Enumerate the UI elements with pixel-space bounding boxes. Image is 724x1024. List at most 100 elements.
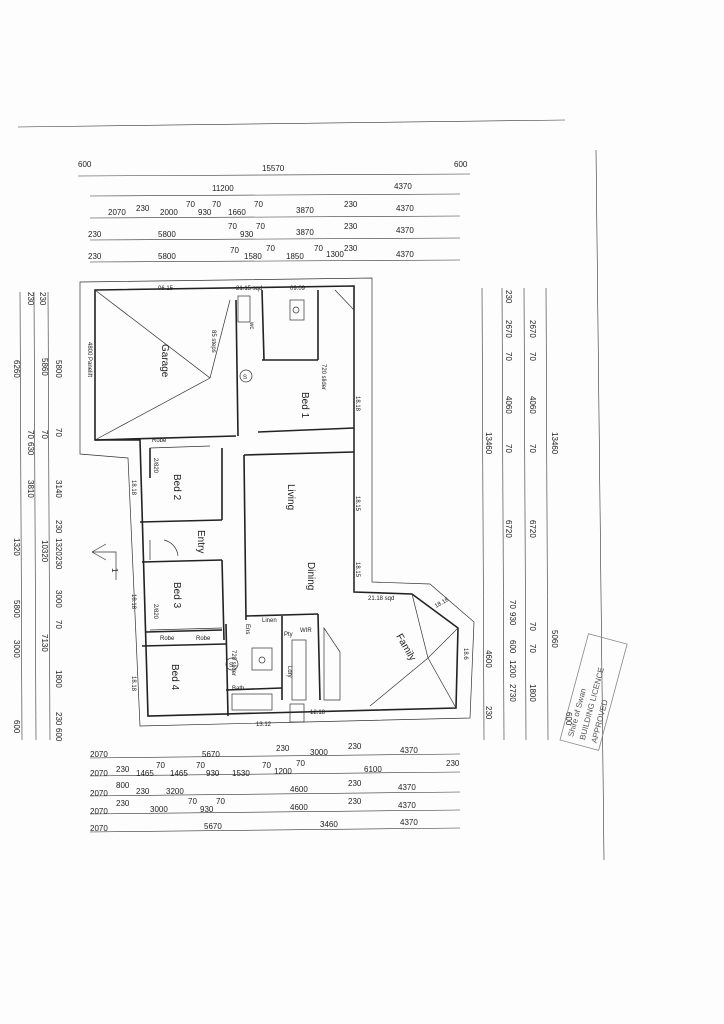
dim-left-0-1: 230 <box>26 292 35 306</box>
area-label-1: 21.15 sqd <box>236 286 262 292</box>
dim-left-0-12: 600 <box>54 728 63 742</box>
dim-right-1-14: 1800 <box>528 684 537 702</box>
steps-label: 85 steps <box>210 330 216 353</box>
dim-top-2-9: 230 <box>344 200 358 209</box>
window-label-6: 18.18 <box>130 594 136 610</box>
dim-right-0-5: 70 <box>504 444 513 453</box>
dim-left-0-11: 230 <box>54 712 63 726</box>
dim-top-2-6: 1660 <box>228 208 246 217</box>
dim-bot-4-0: 2070 <box>90 824 108 833</box>
dim-top-3-6: 230 <box>344 222 358 231</box>
dim-right-1-10: 70 <box>528 644 537 653</box>
dim-left-0-6: 1320 <box>54 538 63 556</box>
dim-left-2-4: 1320 <box>12 538 21 556</box>
dim-top-4-8: 230 <box>344 244 358 253</box>
room-bed3-label: Bed 3 <box>171 582 182 609</box>
dim-bot-1-4: 1465 <box>170 769 188 778</box>
dim-right-0-3: 70 <box>504 352 513 361</box>
dim-left-0-5: 230 <box>54 520 63 534</box>
dim-bot-3-1: 230 <box>116 799 130 808</box>
window-label-7: 18.15 <box>354 562 360 578</box>
dim-bot-1-7: 1530 <box>232 769 250 778</box>
dim-left-1-2: 10320 <box>40 540 49 563</box>
dim-bot-1-1: 230 <box>116 765 130 774</box>
window-label-10: 12.18 <box>310 710 326 716</box>
dim-top-3-7: 4370 <box>396 226 414 235</box>
dim-bot-1-11: 6100 <box>364 765 382 774</box>
dim-bot-3-5: 70 <box>216 797 225 806</box>
window-label-11: 18.18 <box>434 597 451 610</box>
dim-bot-1-10: 70 <box>296 759 305 768</box>
room-robe3-label: Robe <box>196 636 211 642</box>
dim-bot-1-3: 70 <box>156 761 165 770</box>
dim-top-2-3: 70 <box>186 200 195 209</box>
window-label-4: 18.18 <box>130 480 136 496</box>
room-dining-label: Dining <box>305 562 316 590</box>
slider-label: 720 slider <box>320 364 326 390</box>
dim-left-0-7: 230 <box>54 556 63 570</box>
dim-bot-1-9: 1200 <box>274 767 292 776</box>
dim-top-4-4: 70 <box>266 244 275 253</box>
dim-top-4-2: 70 <box>230 246 239 255</box>
dim-right-1-4: 6720 <box>528 520 537 538</box>
dim-bot-3-6: 4600 <box>290 803 308 812</box>
annotations: 21.15 sqd 21.18 sqd 06.15 09.09 18.18 18… <box>86 286 468 728</box>
dim-bot-3-7: 230 <box>348 797 362 806</box>
dim-left-2-6: 3000 <box>12 640 21 658</box>
room-bed2-label: Bed 2 <box>171 474 182 501</box>
dim-top-3-0: 230 <box>88 230 102 239</box>
right-dimensions: 230 2670 70 4060 70 6720 13460 13460 267… <box>481 287 573 741</box>
smoke-detector-label: S <box>243 375 247 381</box>
dim-right-0-1: 230 <box>504 290 513 304</box>
dim-top-3-1: 5800 <box>158 230 176 239</box>
window-label-1: 06.15 <box>158 286 174 292</box>
dim-right-1-0: 2670 <box>528 320 537 338</box>
room-wc-label: wc <box>248 321 254 329</box>
room-robe2-label: Robe <box>160 636 175 642</box>
room-linen-label: Linen <box>262 618 277 624</box>
dim-bot-2-2: 230 <box>136 787 150 796</box>
dim-bot-3-0: 2070 <box>90 807 108 816</box>
bottom-dimensions: 2070 5670 230 3000 230 4370 2070 230 146… <box>89 742 461 833</box>
dim-right-1-12: 4600 <box>484 650 493 668</box>
dim-bot-4-2: 3460 <box>320 820 338 829</box>
dim-right-0-4: 4060 <box>504 396 513 414</box>
window-label-12: 18.6 <box>462 648 468 660</box>
dim-top-2-0: 2070 <box>108 208 126 217</box>
dim-right-1-2: 4060 <box>528 396 537 414</box>
dim-left-2-3: 3810 <box>26 480 35 498</box>
dim-top-2-4: 930 <box>198 208 212 217</box>
room-living-label: Living <box>285 484 296 510</box>
dim-right-1-7: 70 <box>528 622 537 631</box>
dim-top-4-9: 4370 <box>396 250 414 259</box>
dim-top-3-3: 930 <box>240 230 254 239</box>
section-marker: 1 <box>91 543 119 580</box>
dim-left-2-0: 230 <box>38 292 47 306</box>
dim-right-1-16: 600 <box>564 712 573 726</box>
room-bed1-label: Bed 1 <box>299 392 310 419</box>
dim-bot-4-1: 5670 <box>204 822 222 831</box>
dim-bot-0-4: 230 <box>348 742 362 751</box>
window-label-2: 09.09 <box>290 286 306 292</box>
dim-top-4-0: 230 <box>88 252 102 261</box>
room-ldry-label: Ldry <box>286 666 292 678</box>
room-bed4-label: Bed 4 <box>169 664 180 691</box>
area-label-2: 21.18 sqd <box>368 596 394 602</box>
dim-bot-1-6: 930 <box>206 769 220 778</box>
room-pty-label: Pty <box>284 632 293 638</box>
page-edge-line-right <box>595 149 605 861</box>
room-robe1-label: Robe <box>152 438 167 444</box>
dim-top-2-10: 4370 <box>396 204 414 213</box>
dim-top-2-2: 2000 <box>160 208 178 217</box>
room-garage-label: Garage <box>159 344 170 378</box>
dim-right-1-8: 600 <box>508 640 517 654</box>
dim-top-2-1: 230 <box>136 204 150 213</box>
top-dimensions: 600 15570 600 11200 4370 2070 230 2000 7… <box>77 160 471 263</box>
window-label-3: 18.18 <box>354 396 360 412</box>
window-label-9: 13.12 <box>256 722 272 728</box>
dim-top-2-8: 3870 <box>296 206 314 215</box>
dim-left-1-1: 70 <box>40 430 49 439</box>
dim-top-1-0: 11200 <box>212 184 234 193</box>
dim-left-0-8: 3000 <box>54 590 63 608</box>
